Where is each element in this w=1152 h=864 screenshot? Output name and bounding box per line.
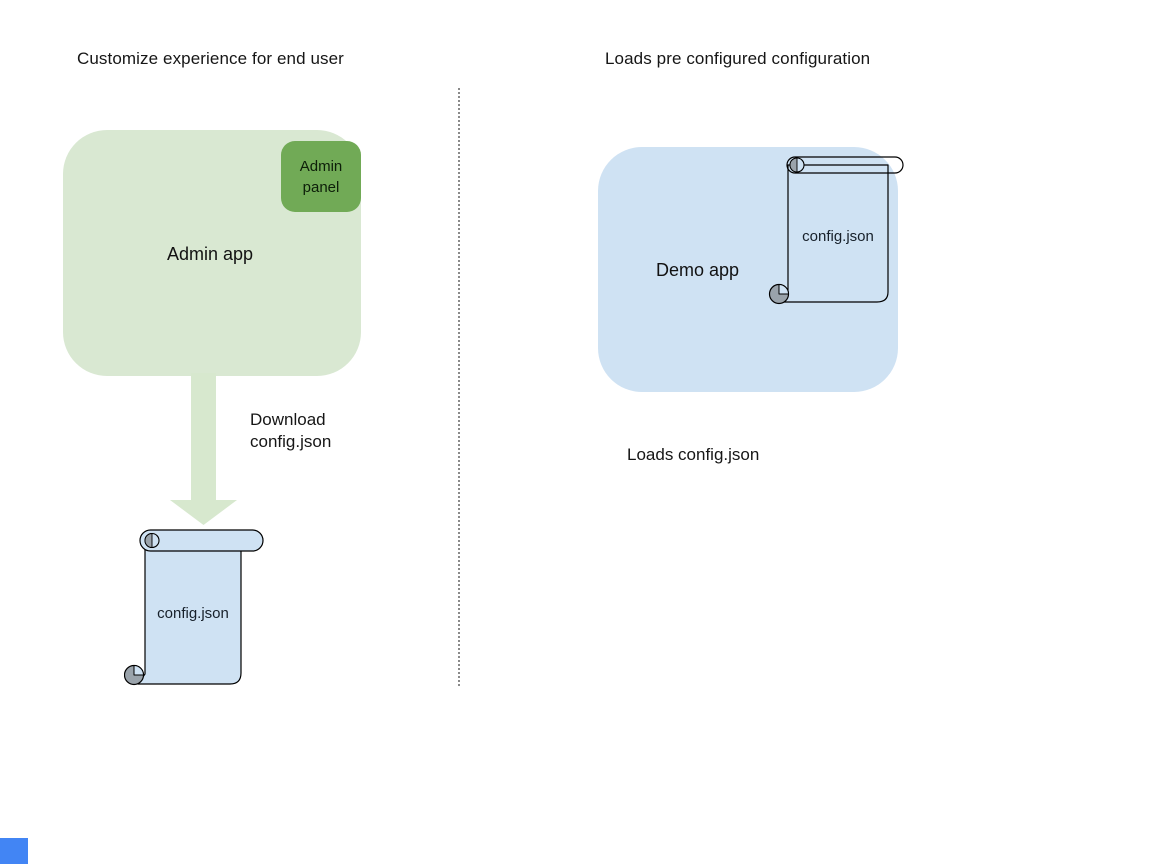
config-file-label: config.json (157, 605, 229, 622)
download-arrow-label: Download config.json (250, 410, 332, 451)
demo-app-label: Demo app (656, 260, 740, 280)
download-arrow-icon (165, 373, 241, 527)
admin-panel-label: Admin panel (299, 157, 343, 196)
section-divider (458, 88, 460, 686)
config-file-scroll-icon (124, 526, 270, 688)
corner-marker (0, 838, 28, 864)
config-file-label: config.json (802, 228, 874, 245)
right-section-title: Loads pre configured configuration (605, 49, 871, 68)
admin-app-label: Admin app (167, 244, 254, 264)
demo-app-box (598, 147, 898, 392)
loads-config-caption: Loads config.json (627, 445, 760, 464)
admin-panel-box: Admin panel (281, 141, 361, 212)
left-section-title: Customize experience for end user (77, 49, 344, 68)
config-file-scroll-icon (766, 152, 908, 307)
